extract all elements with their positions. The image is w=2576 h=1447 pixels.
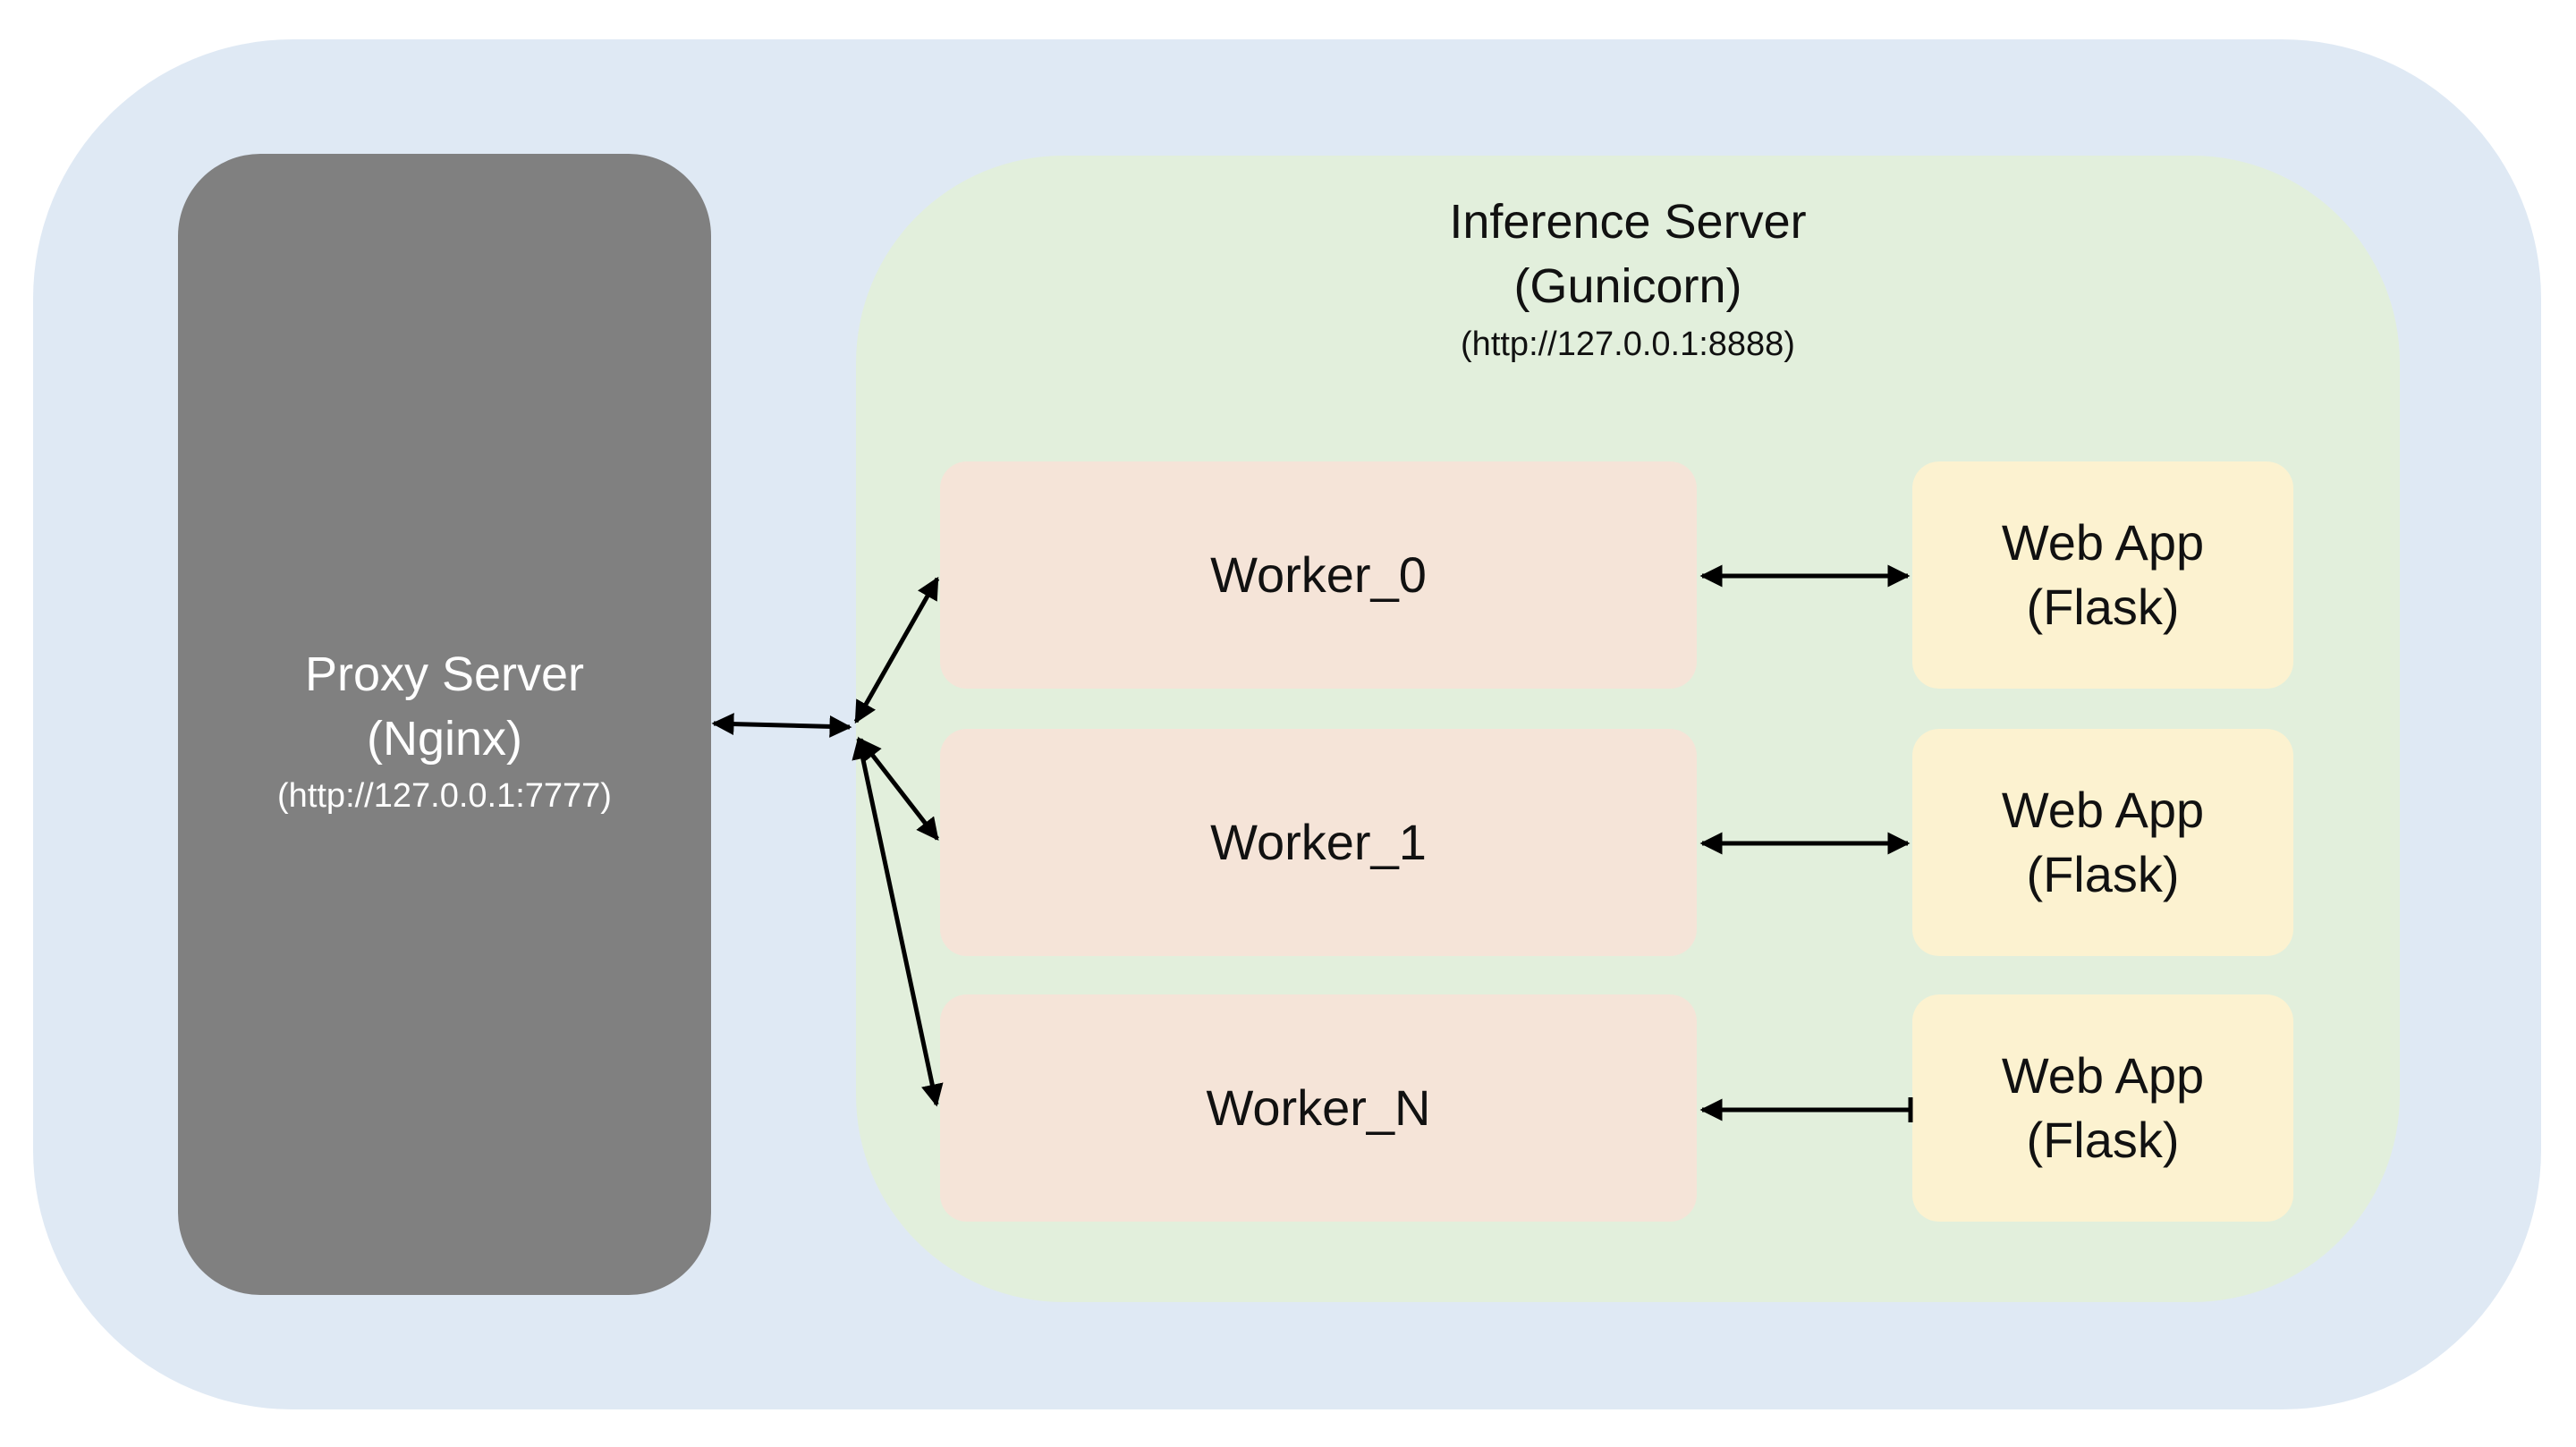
proxy-server-subtitle: (Nginx): [366, 712, 523, 766]
webapp-box-1: Web App (Flask): [1912, 729, 2293, 956]
webapp-title: Web App: [2001, 514, 2205, 571]
worker-label: Worker_1: [1210, 814, 1427, 870]
inference-server-label: Inference Server (Gunicorn) (http://127.…: [1270, 190, 1986, 370]
proxy-to-junction-arrow: [711, 713, 852, 738]
webapp-title: Web App: [2001, 1047, 2205, 1104]
inference-server-title: Inference Server: [1449, 195, 1807, 249]
junction-to-worker-n-arrow: [852, 736, 944, 1107]
junction-to-worker-0-arrow: [853, 576, 940, 724]
webapp-subtitle: (Flask): [2026, 579, 2180, 635]
worker-box-0: Worker_0: [940, 461, 1697, 689]
proxy-server-title: Proxy Server: [304, 647, 585, 701]
webapp-box-0: Web App (Flask): [1912, 461, 2293, 689]
inference-server-subtitle: (Gunicorn): [1513, 259, 1742, 313]
worker-label: Worker_N: [1206, 1079, 1431, 1136]
proxy-server-label: Proxy Server (Nginx) (http://127.0.0.1:7…: [178, 642, 711, 821]
proxy-server-box: [178, 154, 711, 1295]
worker-box-n: Worker_N: [940, 994, 1697, 1222]
webapp-subtitle: (Flask): [2026, 846, 2180, 902]
worker-label: Worker_0: [1210, 546, 1427, 603]
inference-server-url: (http://127.0.0.1:8888): [1461, 326, 1795, 363]
proxy-server-url: (http://127.0.0.1:7777): [277, 777, 612, 815]
junction-to-worker-1-arrow: [859, 738, 939, 841]
webapp-box-n: Web App (Flask): [1912, 994, 2293, 1222]
webapp-title: Web App: [2001, 782, 2205, 838]
webapp-subtitle: (Flask): [2026, 1112, 2180, 1168]
worker-box-1: Worker_1: [940, 729, 1697, 956]
